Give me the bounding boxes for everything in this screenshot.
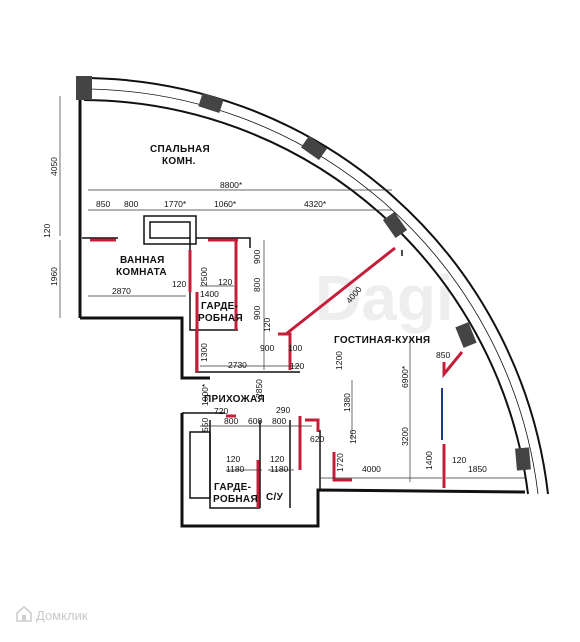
- domclick-logo-icon: [16, 606, 32, 622]
- dim-8800: 8800*: [220, 180, 243, 190]
- dim-550: 550: [200, 418, 210, 432]
- dim-1000: 1000*: [200, 383, 210, 406]
- bedroom-label: СПАЛЬНАЯ: [150, 144, 210, 155]
- dim-2730: 2730: [228, 360, 247, 370]
- wardrobe1-label-2: РОБНАЯ: [198, 313, 243, 324]
- dim-120-stub: 120: [348, 430, 358, 444]
- dim-120-left: 120: [42, 224, 52, 238]
- dim-1200: 1200: [334, 351, 344, 370]
- dimension-labels: 8800* 850 800 1770* 1060* 4320* 2870 120…: [96, 180, 487, 474]
- bathroom-label-2: КОМНАТА: [116, 267, 167, 278]
- center-watermark: Dagi: [315, 262, 454, 334]
- dim-4000-bottom: 4000: [362, 464, 381, 474]
- dim-800-hall1: 800: [224, 416, 238, 426]
- bedroom-label-2: КОМН.: [162, 156, 196, 167]
- living-kitchen-label: ГОСТИНАЯ-КУХНЯ: [334, 335, 430, 346]
- new-partitions: [90, 238, 464, 508]
- dim-120-right: 120: [452, 455, 466, 465]
- dim-1400-right: 1400: [424, 451, 434, 470]
- facade-window-blocks: [76, 76, 531, 471]
- dim-850-living: 850: [436, 350, 450, 360]
- dim-2500: 2500: [199, 267, 209, 286]
- dim-1770: 1770*: [164, 199, 187, 209]
- curved-facade: [79, 76, 549, 495]
- dim-3200: 3200: [400, 427, 410, 446]
- dim-120-wc: 120: [270, 454, 284, 464]
- dim-900-hall: 900: [260, 343, 274, 353]
- dim-1180-a: 1180: [226, 464, 245, 474]
- hall-label: ПРИХОЖАЯ: [204, 394, 265, 405]
- dim-800-hall2: 800: [272, 416, 286, 426]
- dim-1960: 1960: [49, 267, 59, 286]
- dim-120-right-w: 120: [262, 318, 272, 332]
- dim-1180-b: 1180: [270, 464, 289, 474]
- dim-2870: 2870: [112, 286, 131, 296]
- room-labels: СПАЛЬНАЯ КОМН. ВАННАЯ КОМНАТА ГАРДЕ- РОБ…: [116, 144, 430, 505]
- dim-1850: 1850: [468, 464, 487, 474]
- dim-290: 290: [276, 405, 290, 415]
- dim-800-right: 800: [252, 278, 262, 292]
- domclick-watermark: Домклик: [36, 608, 88, 623]
- dim-900-top: 900: [252, 250, 262, 264]
- wardrobe2-label: ГАРДЕ-: [214, 482, 251, 493]
- dim-1400: 1400: [200, 289, 219, 299]
- dim-900-right: 900: [252, 306, 262, 320]
- dim-1380: 1380: [342, 393, 352, 412]
- dim-1720: 1720: [335, 453, 345, 472]
- dim-800: 800: [124, 199, 138, 209]
- dim-1300: 1300: [199, 343, 209, 362]
- dim-720: 720: [214, 406, 228, 416]
- wardrobe1-label: ГАРДЕ-: [201, 301, 238, 312]
- dim-4320: 4320*: [304, 199, 327, 209]
- dim-120-wardrobe: 120: [226, 454, 240, 464]
- dim-120-hall: 120: [290, 361, 304, 371]
- dim-4050: 4050: [49, 157, 59, 176]
- wc-label: С/У: [266, 492, 284, 503]
- dim-100: 100: [288, 343, 302, 353]
- dim-850: 850: [96, 199, 110, 209]
- dim-120-top: 120: [218, 277, 232, 287]
- dimension-lines: [59, 96, 525, 482]
- dim-120-bath: 120: [172, 279, 186, 289]
- dim-620: 620: [310, 434, 324, 444]
- dim-6900: 6900*: [400, 365, 410, 388]
- wardrobe2-label-2: РОБНАЯ: [213, 494, 258, 505]
- dim-1060: 1060*: [214, 199, 237, 209]
- dimension-labels-vertical: 4050 120 1960 2500 900 800 900 120 4000 …: [42, 157, 434, 472]
- dim-600: 600: [248, 416, 262, 426]
- bathroom-label: ВАННАЯ: [120, 255, 165, 266]
- dim-2850: 2850: [254, 379, 264, 398]
- outer-walls: [78, 86, 526, 528]
